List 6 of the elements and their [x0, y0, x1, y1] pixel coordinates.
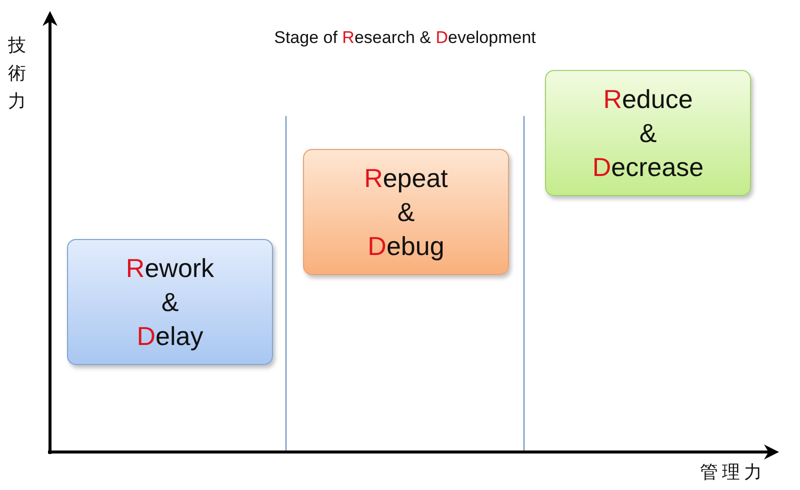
stage-box: Repeat & Debug — [303, 149, 509, 275]
stage-box: Rework & Delay — [67, 239, 273, 365]
axis-label: 管理力 — [700, 461, 766, 484]
title: Stage of Research & Development — [273, 28, 537, 48]
axis-label: 技術力 — [8, 34, 26, 114]
stage-box: Reduce & Decrease — [545, 70, 751, 196]
